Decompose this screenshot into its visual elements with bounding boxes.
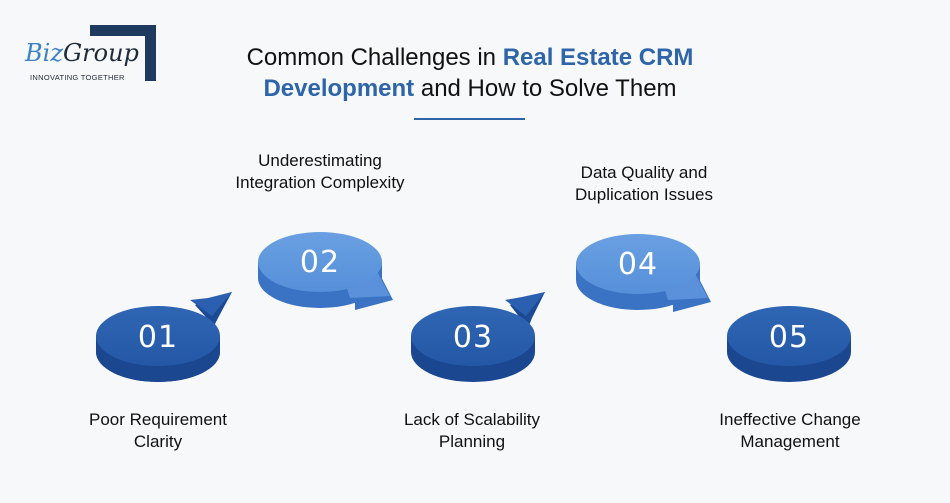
page-title: Common Challenges in Real Estate CRM Dev…	[246, 44, 694, 102]
step-03-disc	[411, 292, 545, 382]
step-01-disc	[96, 292, 232, 382]
step-04-disc	[576, 234, 711, 312]
title-divider	[414, 118, 525, 120]
bizgroup-logo: BizGroup INNOVATING TOGETHER	[22, 24, 158, 84]
step-05-number: 05	[769, 320, 809, 355]
step-02-disc	[258, 232, 393, 310]
step-04-number: 04	[618, 247, 658, 282]
step-03-number: 03	[453, 320, 493, 355]
logo-tagline: INNOVATING TOGETHER	[30, 73, 127, 82]
step-02-number: 02	[300, 245, 340, 280]
step-01-number: 01	[138, 320, 178, 355]
logo-wordmark: BizGroup	[25, 38, 141, 68]
logo-frame-shape	[90, 25, 156, 81]
step-05-disc	[727, 306, 851, 382]
